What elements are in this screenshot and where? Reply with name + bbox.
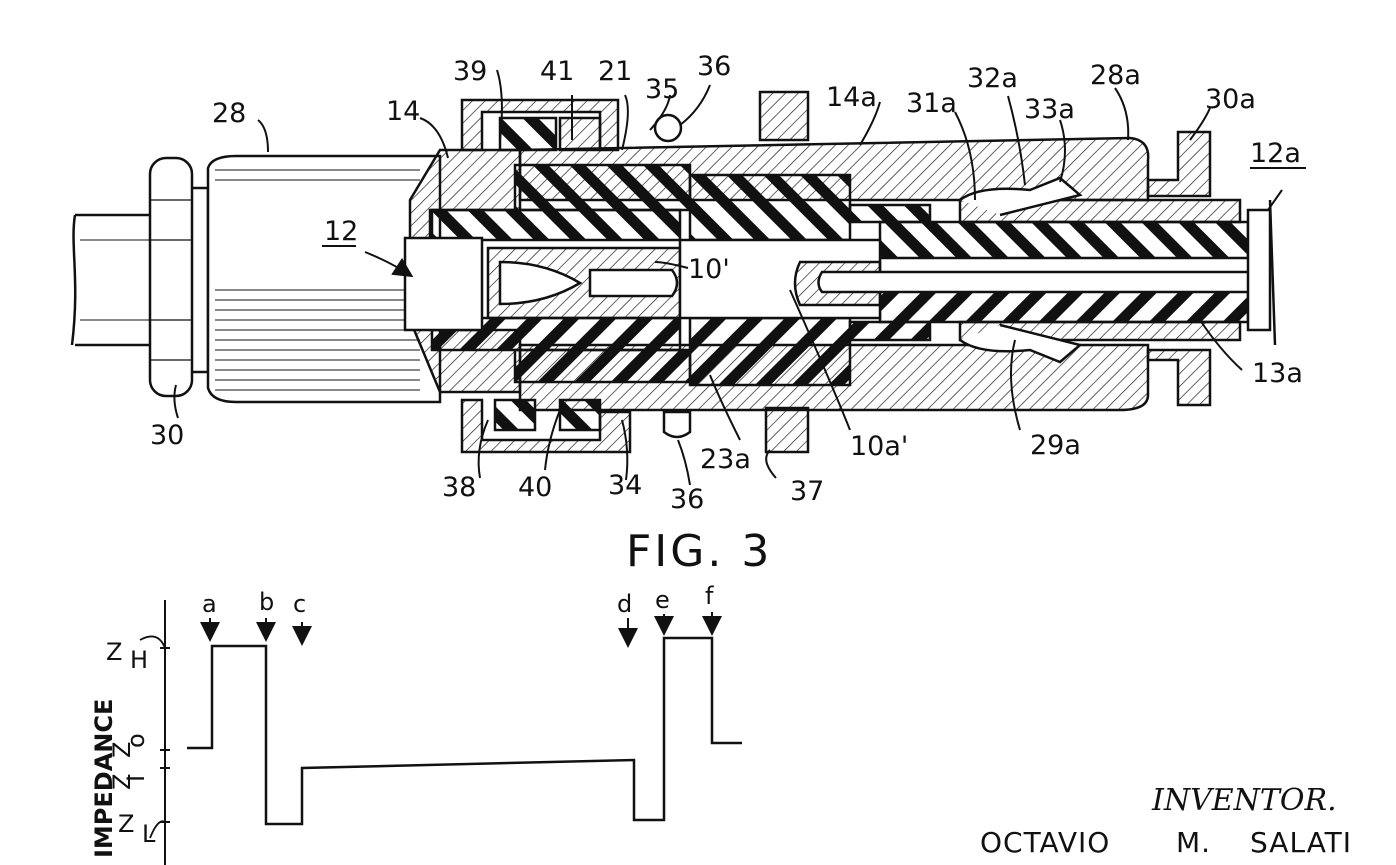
label-32a: 32a	[967, 63, 1018, 94]
label-35: 35	[645, 74, 679, 105]
svg-text:a: a	[202, 590, 217, 618]
leader-lines	[173, 69, 1283, 486]
label-12a: 12a	[1250, 138, 1301, 169]
level-zl: Z L	[118, 810, 166, 848]
inventor-heading: INVENTOR.	[1151, 783, 1337, 818]
label-10-prime: 10'	[688, 254, 730, 285]
label-12: 12	[324, 216, 358, 247]
label-13a: 13a	[1252, 358, 1303, 389]
inventor-block: INVENTOR. OCTAVIO M. SALATI	[980, 783, 1352, 859]
impedance-plot: IMPEDANCE Z H Z o Z I Z L a b c	[90, 582, 742, 865]
label-38: 38	[442, 472, 476, 503]
label-33a: 33a	[1024, 94, 1075, 125]
label-30a: 30a	[1205, 84, 1256, 115]
level-z0: Z o	[108, 733, 150, 758]
part-labels: 28 14 39 41 21 35 36 14a 31a 32a 33a 28a…	[150, 51, 1306, 515]
inventor-last-name: SALATI	[1250, 826, 1352, 859]
label-14: 14	[386, 96, 420, 127]
svg-text:c: c	[293, 590, 306, 618]
axis-label-impedance: IMPEDANCE	[90, 699, 118, 858]
svg-text:b: b	[259, 588, 274, 616]
svg-text:Z: Z	[108, 742, 136, 758]
label-31a: 31a	[906, 88, 957, 119]
svg-text:Z: Z	[118, 810, 134, 838]
svg-text:o: o	[122, 733, 150, 748]
svg-text:L: L	[142, 820, 156, 848]
svg-text:e: e	[655, 586, 670, 614]
marker-e: e	[654, 586, 674, 636]
label-21: 21	[598, 56, 632, 87]
marker-b: b	[256, 588, 276, 642]
label-39: 39	[453, 56, 487, 87]
marker-f: f	[702, 582, 722, 636]
svg-text:Z: Z	[106, 638, 122, 666]
label-28: 28	[212, 98, 246, 129]
connector-cross-section	[70, 90, 1277, 454]
inventor-middle-initial: M.	[1176, 826, 1211, 859]
label-36-bottom: 36	[670, 484, 704, 515]
label-37: 37	[790, 476, 824, 507]
figure-title: FIG. 3	[626, 526, 772, 577]
svg-text:d: d	[617, 590, 632, 618]
label-36-top: 36	[697, 51, 731, 82]
marker-a: a	[200, 590, 220, 642]
marker-c: c	[292, 590, 312, 646]
svg-text:I: I	[122, 775, 150, 782]
label-41: 41	[540, 56, 574, 87]
label-40: 40	[518, 472, 552, 503]
svg-text:f: f	[705, 582, 714, 610]
level-z1: Z I	[108, 774, 150, 790]
marker-d: d	[617, 590, 638, 648]
label-34: 34	[608, 470, 642, 501]
svg-text:H: H	[130, 646, 148, 674]
body-shading	[215, 169, 420, 391]
impedance-trace	[187, 636, 742, 826]
inventor-first-name: OCTAVIO	[980, 826, 1110, 859]
svg-text:Z: Z	[108, 774, 136, 790]
label-29a: 29a	[1030, 430, 1081, 461]
label-28a: 28a	[1090, 60, 1141, 91]
level-zh: Z H	[106, 635, 166, 674]
label-14a: 14a	[826, 82, 877, 113]
label-30: 30	[150, 420, 184, 451]
label-10a-prime: 10a'	[850, 431, 908, 462]
label-23a: 23a	[700, 444, 751, 475]
